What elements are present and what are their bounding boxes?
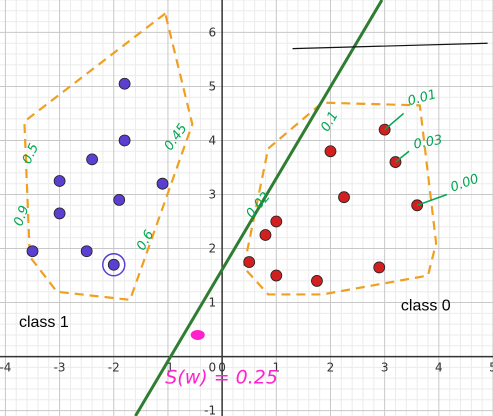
ink-probability-label: 0.45: [162, 121, 191, 153]
y-tick-label: 4: [208, 133, 216, 147]
class-labels: class 1 class 0: [19, 298, 451, 331]
x-tick-label: 0: [218, 361, 226, 375]
y-tick-label: -1: [204, 404, 216, 416]
decision-boundary: [134, 0, 384, 416]
class-1-point: [26, 245, 39, 258]
highlight-ring: [102, 252, 126, 277]
data-points: [26, 77, 424, 340]
x-tick-labels: -4 -3 -2 -1 0 1 2 3 4 5: [0, 361, 493, 375]
class-hulls: [23, 12, 438, 301]
ink-probability-label: 0.03: [413, 133, 444, 153]
ink-connector: [384, 112, 405, 131]
ink-connector: [416, 193, 448, 207]
class-1-point: [80, 245, 93, 258]
x-tick-label: 1: [272, 361, 280, 375]
class-0-point: [270, 215, 283, 228]
class-1-point: [156, 177, 169, 190]
ink-probability-label: 0.1: [318, 109, 341, 134]
class-0-point: [243, 256, 256, 268]
ink-probability-label: 0.01: [406, 87, 438, 109]
ink-probability-label: 0.00: [449, 172, 481, 196]
class-1-point: [118, 134, 131, 147]
class-1-point: [53, 175, 66, 187]
ink-stroke-black: [292, 42, 488, 50]
ink-probability-label: 0.5: [20, 141, 42, 166]
y-tick-labels: -1 1 2 3 4 5 6 0: [204, 25, 216, 416]
decision-boundary-line: [134, 0, 384, 416]
x-tick-label: 4: [435, 361, 443, 375]
class-0-point: [324, 145, 337, 158]
class-0-point: [270, 269, 283, 282]
ink-probability-label: 0.9: [11, 204, 32, 229]
class-1-point: [86, 153, 98, 166]
x-tick-label: -1: [162, 361, 174, 375]
y-tick-label: 2: [208, 242, 216, 256]
class-1-point: [53, 207, 66, 220]
x-tick-label: 3: [381, 361, 389, 375]
x-tick-label: 5: [489, 361, 493, 375]
class-0-point: [259, 229, 272, 241]
class-label: class 1: [19, 314, 69, 331]
class-0-hull: [242, 101, 438, 296]
class-0-point: [338, 191, 350, 204]
class-0-point: [311, 275, 323, 287]
y-tick-label: 3: [208, 187, 216, 201]
class-0-point: [373, 261, 386, 274]
class-1-point: [107, 258, 120, 271]
y-tick-label: 6: [208, 25, 216, 39]
class-label: class 0: [401, 298, 451, 315]
ink-formula: S(w) = 0.25: [165, 367, 278, 389]
class-1-hull: [23, 12, 194, 301]
x-tick-label: 2: [327, 361, 335, 375]
x-tick-label: -3: [54, 361, 66, 375]
y-tick-label: 1: [208, 296, 216, 310]
x-tick-label: -4: [0, 361, 11, 375]
ink-connector: [395, 150, 410, 163]
ink-strokes: [292, 42, 488, 207]
class-1-point: [118, 77, 131, 90]
origin-label: 0: [208, 361, 216, 375]
y-tick-label: 5: [208, 79, 216, 93]
x-tick-label: -2: [108, 361, 120, 375]
class-1-point: [113, 193, 126, 206]
highlighted-test-point: [190, 329, 205, 340]
